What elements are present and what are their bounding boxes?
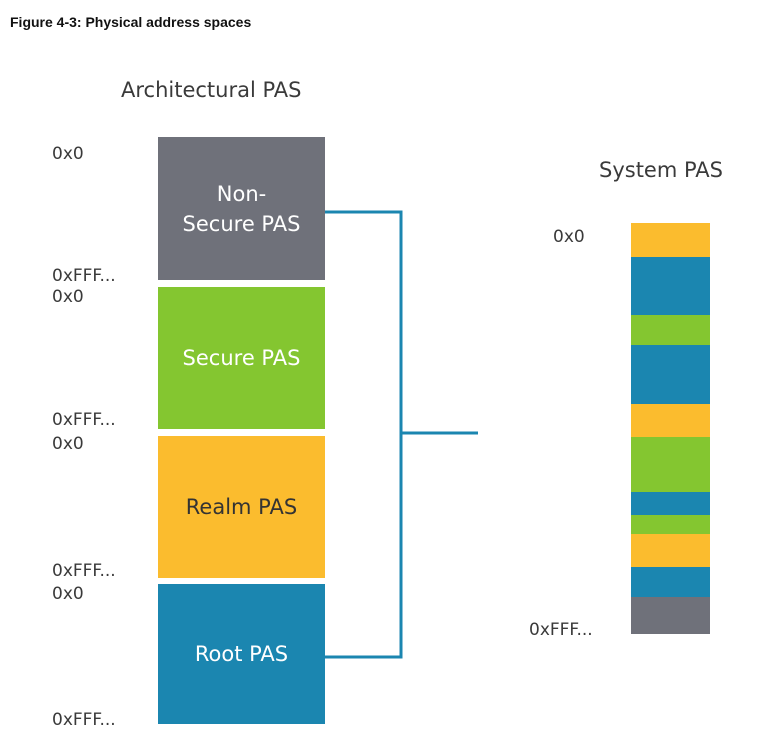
root-pas-block: Root PAS xyxy=(158,584,325,724)
secure-pas-block: Secure PAS xyxy=(158,287,325,429)
system-start-address: 0x0 xyxy=(553,227,585,247)
non-secure-pas-block: Non- Secure PAS xyxy=(158,137,325,280)
system-segment-secure xyxy=(631,437,710,492)
system-segment-non-secure xyxy=(631,597,710,634)
system-segment-root xyxy=(631,257,710,315)
root-end-address: 0xFFF... xyxy=(52,710,116,730)
system-segment-root xyxy=(631,345,710,404)
realm-pas-block: Realm PAS xyxy=(158,436,325,578)
system-segment-root xyxy=(631,567,710,597)
non-secure-end-address: 0xFFF... xyxy=(52,266,116,286)
architectural-pas-title: Architectural PAS xyxy=(121,78,302,102)
root-pas-label: Root PAS xyxy=(194,642,289,666)
secure-pas-label: Secure PAS xyxy=(182,346,301,370)
non-secure-pas-label: Non- Secure PAS xyxy=(182,181,301,236)
bracket-line xyxy=(325,210,403,659)
non-secure-start-address: 0x0 xyxy=(52,144,84,164)
realm-pas-label: Realm PAS xyxy=(185,495,298,519)
root-start-address: 0x0 xyxy=(52,584,84,604)
secure-start-address: 0x0 xyxy=(52,287,84,307)
secure-end-address: 0xFFF... xyxy=(52,410,116,430)
figure-caption: Figure 4-3: Physical address spaces xyxy=(10,14,252,30)
realm-start-address: 0x0 xyxy=(52,434,84,454)
system-pas-bar xyxy=(631,223,710,634)
system-segment-secure xyxy=(631,515,710,534)
system-segment-realm xyxy=(631,404,710,437)
realm-end-address: 0xFFF... xyxy=(52,561,116,581)
system-segment-root xyxy=(631,492,710,515)
pas-connector xyxy=(325,210,478,659)
system-segment-realm xyxy=(631,223,710,257)
system-end-address: 0xFFF... xyxy=(529,620,593,640)
system-segment-realm xyxy=(631,534,710,567)
system-segment-secure xyxy=(631,315,710,345)
system-pas-title: System PAS xyxy=(599,158,724,182)
